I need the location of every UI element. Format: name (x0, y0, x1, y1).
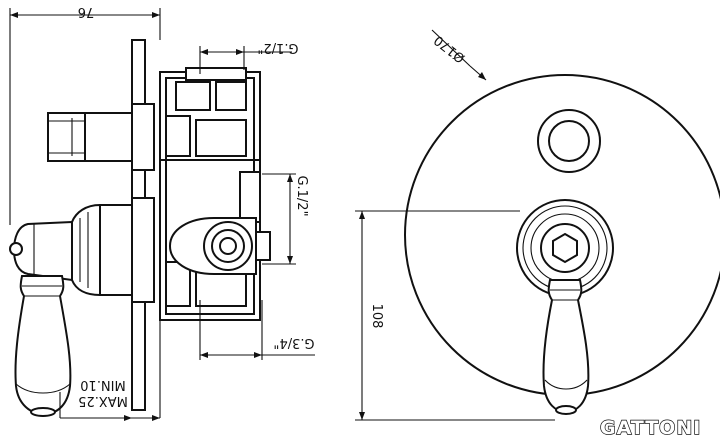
diverter-knob (47, 103, 155, 171)
min-depth-label: MIN.10 (80, 377, 125, 392)
side-thread-dimension: G.1/2" (262, 173, 309, 265)
overall-depth-dimension: 76 (9, 4, 161, 225)
diverter-knob-front (537, 109, 601, 173)
lower-thread-dimension: G.3/4" (199, 300, 315, 360)
front-view: Ø170 108 (355, 29, 720, 421)
diameter-label: Ø170 (431, 32, 468, 65)
side-thread-label: G.1/2" (294, 175, 309, 216)
height-label: 108 (369, 304, 384, 329)
lower-thread-label: G.3/4" (273, 335, 314, 350)
valve-body (159, 67, 271, 321)
max-depth-label: MAX.25 (78, 393, 128, 408)
upper-thread-label: G.1/2" (257, 40, 298, 55)
upper-thread-dimension: G.1/2" (199, 40, 299, 74)
brand-logo: GATTONI (600, 417, 701, 439)
diameter-dimension: Ø170 (431, 29, 487, 81)
side-view: 76 (9, 4, 315, 421)
min-max-dimension: MIN.10 MAX.25 (59, 300, 161, 421)
height-dimension: 108 (355, 210, 555, 421)
mixer-lever (9, 197, 155, 417)
overall-depth-label: 76 (78, 4, 95, 19)
mixer-front (516, 199, 614, 415)
